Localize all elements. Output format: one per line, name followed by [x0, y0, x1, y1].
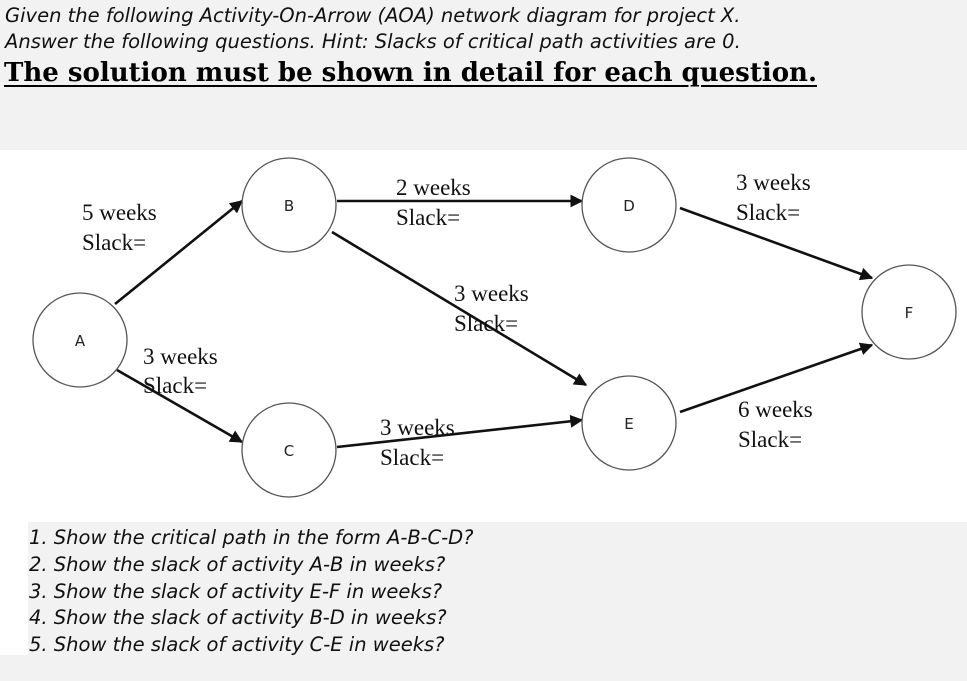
- questions-background: [28, 522, 967, 655]
- instruction-heading: The solution must be shown in detail for…: [4, 58, 818, 88]
- diagram-canvas: A B C D E F 5 weeks Slack= 3 weeks Slack…: [32, 157, 957, 498]
- activity-arrow-c-e: [336, 414, 584, 449]
- activity-b-d-duration: 2 weeks: [396, 175, 471, 200]
- activity-arrow-a-b: [114, 199, 244, 306]
- question-3: 3. Show the slack of activity E-F in wee…: [29, 579, 443, 603]
- activity-b-d-slack: Slack=: [396, 205, 460, 230]
- activity-a-c-duration: 3 weeks: [143, 344, 218, 369]
- activity-d-f-slack: Slack=: [736, 200, 800, 225]
- question-1: 1. Show the critical path in the form A-…: [29, 526, 474, 549]
- node-f: F: [861, 264, 957, 360]
- node-e: E: [581, 375, 677, 471]
- intro-line-2: Answer the following questions. Hint: Sl…: [5, 30, 741, 53]
- question-5: 5. Show the slack of activity C-E in wee…: [29, 633, 445, 657]
- node-d: D: [581, 157, 677, 253]
- activity-arrow-b-e: [331, 230, 588, 387]
- activity-arrow-a-c: [116, 368, 244, 444]
- node-f-label: F: [905, 304, 914, 322]
- header-background: [0, 0, 967, 150]
- intro-line-1: Given the following Activity-On-Arrow (A…: [5, 4, 741, 27]
- activity-b-e-duration: 3 weeks: [454, 281, 529, 306]
- question-list: 1. Show the critical path in the form A-…: [29, 525, 474, 659]
- activity-a-b-duration: 5 weeks: [82, 200, 157, 225]
- activity-e-f-slack: Slack=: [738, 427, 802, 452]
- node-b-label: B: [284, 197, 294, 215]
- activity-a-c-slack: Slack=: [143, 373, 207, 398]
- node-c: C: [241, 402, 337, 498]
- node-c-label: C: [284, 442, 294, 460]
- footer-background: [0, 655, 967, 681]
- activity-arrow-e-f: [679, 342, 874, 414]
- activity-d-f-duration: 3 weeks: [736, 170, 811, 195]
- activity-c-e-duration: 3 weeks: [380, 415, 455, 440]
- question-2: 2. Show the slack of activity A-B in wee…: [29, 552, 446, 576]
- activity-a-b-slack: Slack=: [82, 230, 146, 255]
- activity-b-e-slack: Slack=: [454, 311, 518, 336]
- aoa-network-diagram: A B C D E F 5 weeks Slack= 3 weeks Slack…: [4, 150, 964, 500]
- activity-e-f-duration: 6 weeks: [738, 397, 813, 422]
- node-a-label: A: [75, 332, 86, 350]
- node-d-label: D: [623, 197, 635, 215]
- activity-arrow-d-f: [679, 206, 874, 281]
- node-b: B: [241, 157, 337, 253]
- node-e-label: E: [624, 415, 633, 433]
- activity-c-e-slack: Slack=: [380, 445, 444, 470]
- question-4: 4. Show the slack of activity B-D in wee…: [29, 606, 447, 630]
- node-a: A: [32, 292, 128, 388]
